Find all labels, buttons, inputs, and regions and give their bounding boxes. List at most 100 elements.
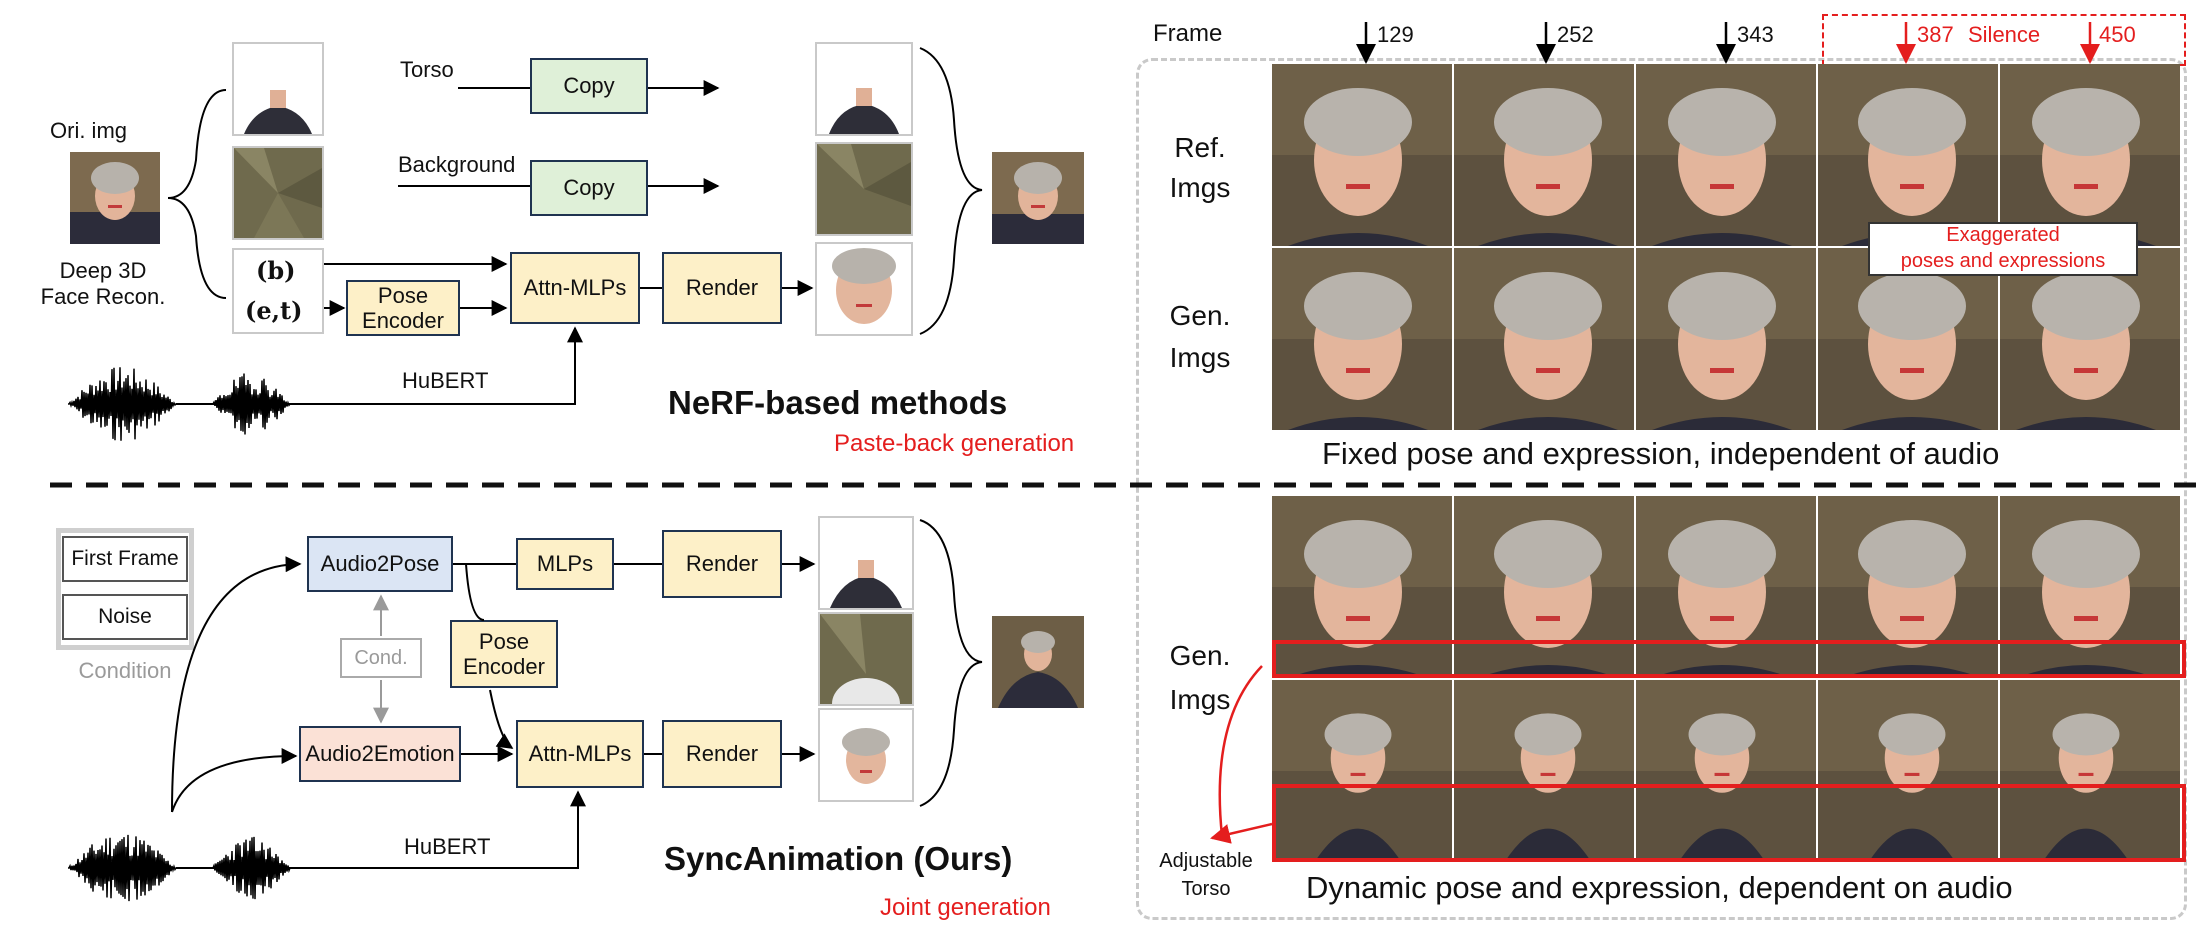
audio-wave-4 <box>212 836 291 900</box>
gen2-imgs-label-1: Gen. <box>1169 640 1231 671</box>
ref-imgs-label-1: Ref. <box>1174 132 1226 163</box>
dynamic-gen-row-2-tile-5 <box>2000 680 2180 862</box>
audio2pose-box: Audio2Pose <box>307 536 453 592</box>
gen-row-tile-1 <box>1272 248 1452 430</box>
nerf-result-image <box>992 152 1084 244</box>
sync-pose-encoder-box: Pose Encoder <box>450 620 558 688</box>
gen2-imgs-label-2: Imgs <box>1169 684 1231 715</box>
copy-bg-box: Copy <box>530 160 648 216</box>
dynamic-gen-row-1-tile-5 <box>2000 496 2180 678</box>
dynamic-gen-row-2-tile-2 <box>1454 680 1634 862</box>
dynamic-gen-row-1-tile-1 <box>1272 496 1452 678</box>
pose-encoder-box: Pose Encoder <box>346 280 460 336</box>
sync-title: SyncAnimation (Ours) <box>664 840 1013 877</box>
sync-output-brace <box>919 519 983 807</box>
audio-wave-2 <box>212 373 291 435</box>
background-thumb <box>232 146 324 240</box>
ref-row-tile-3 <box>1636 64 1816 246</box>
gen-row-tile-2 <box>1454 248 1634 430</box>
brace-bottom <box>167 197 227 299</box>
hubert-to-attn <box>176 326 583 405</box>
first-frame-box: First Frame <box>62 536 188 582</box>
torso-highlight-bottom <box>1272 784 2186 862</box>
frame-number-1: 129 <box>1377 22 1414 47</box>
sync-torso-thumb <box>818 516 914 610</box>
render-bottom-box: Render <box>662 720 782 788</box>
audio-wave-1 <box>68 367 177 441</box>
adjustable-label-1: Adjustable <box>1159 850 1253 872</box>
torso-highlight-top <box>1272 640 2186 678</box>
sync-attn-mlps-box: Attn-MLPs <box>516 720 644 788</box>
out-face-thumb <box>815 242 913 336</box>
ori-img-label: Ori. img <box>50 118 127 143</box>
audio2emotion-box: Audio2Emotion <box>299 726 461 782</box>
ref-row-tile-4 <box>1818 64 1998 246</box>
audio-wave-3 <box>68 834 177 902</box>
out-bg-thumb <box>815 142 913 236</box>
frame-number-3: 343 <box>1737 22 1774 47</box>
dynamic-gen-row-2-tile-1 <box>1272 680 1452 862</box>
ref-row-tile-1 <box>1272 64 1452 246</box>
b-label: (b) <box>256 256 296 285</box>
original-image <box>70 152 160 244</box>
gen-row-tile-4 <box>1818 248 1998 430</box>
sync-face-thumb <box>818 708 914 802</box>
dynamic-gen-row-2-tile-3 <box>1636 680 1816 862</box>
et-label: (e,t) <box>245 296 303 325</box>
brace-top <box>167 89 227 199</box>
dynamic-gen-row-1-tile-3 <box>1636 496 1816 678</box>
render-box: Render <box>662 252 782 324</box>
adjustable-label-2: Torso <box>1181 878 1231 900</box>
copy-torso-box: Copy <box>530 58 648 114</box>
exaggerated-box <box>1868 222 2138 276</box>
sync-subtitle: Joint generation <box>880 894 1051 921</box>
gen-row-tile-3 <box>1636 248 1816 430</box>
ref-row-tile-5 <box>2000 64 2180 246</box>
nerf-subtitle: Paste-back generation <box>834 430 1075 457</box>
audio-to-audio2emotion <box>171 748 298 813</box>
gen-imgs-label-2: Imgs <box>1169 342 1231 373</box>
render-top-box: Render <box>662 530 782 598</box>
background-label: Background <box>398 152 516 177</box>
exaggerated-label-1: Exaggerated <box>1946 224 2060 246</box>
frame-label: Frame <box>1153 20 1223 47</box>
noise-box: Noise <box>62 594 188 640</box>
fixed-caption: Fixed pose and expression, independent o… <box>1322 436 2000 471</box>
dynamic-caption: Dynamic pose and expression, dependent o… <box>1306 870 2013 905</box>
encoder-to-attn <box>489 689 514 749</box>
dynamic-gen-row-2-tile-4 <box>1818 680 1998 862</box>
condition-group <box>56 528 194 650</box>
torso-arrow-head <box>1210 822 1273 844</box>
audio-to-audio2pose <box>171 556 302 813</box>
hubert-label: HuBERT <box>402 368 489 393</box>
recon-label-2: Face Recon. <box>40 284 166 309</box>
gen-row-tile-5 <box>2000 248 2180 430</box>
ref-imgs-label-2: Imgs <box>1169 172 1231 203</box>
recon-label-1: Deep 3D <box>59 258 147 283</box>
sync-hubert-label: HuBERT <box>404 834 491 859</box>
frame-number-5: 450 <box>2099 22 2136 47</box>
ref-row-tile-2 <box>1454 64 1634 246</box>
torso-arrow-curve <box>1218 665 1263 837</box>
pose-to-encoder <box>465 563 485 621</box>
silence-label: Silence <box>1968 22 2041 47</box>
exaggerated-label-2: poses and expressions <box>1900 250 2106 272</box>
out-torso-thumb <box>815 42 913 136</box>
sync-hubert-to-attn <box>176 790 586 869</box>
frame-number-4: 387 <box>1917 22 1954 47</box>
sync-bg-thumb <box>818 612 914 706</box>
params-thumb <box>232 248 324 334</box>
condition-label: Condition <box>78 658 172 683</box>
sync-result-image <box>992 616 1084 708</box>
mlps-box: MLPs <box>516 538 614 590</box>
output-brace <box>919 47 983 335</box>
dynamic-gen-row-1-tile-4 <box>1818 496 1998 678</box>
torso-thumb <box>232 42 324 136</box>
attn-mlps-box: Attn-MLPs <box>510 252 640 324</box>
gen-imgs-label-1: Gen. <box>1169 300 1231 331</box>
cond-box: Cond. <box>340 638 422 678</box>
results-panel <box>1136 58 2187 920</box>
torso-label: Torso <box>400 57 454 82</box>
dynamic-gen-row-1-tile-2 <box>1454 496 1634 678</box>
